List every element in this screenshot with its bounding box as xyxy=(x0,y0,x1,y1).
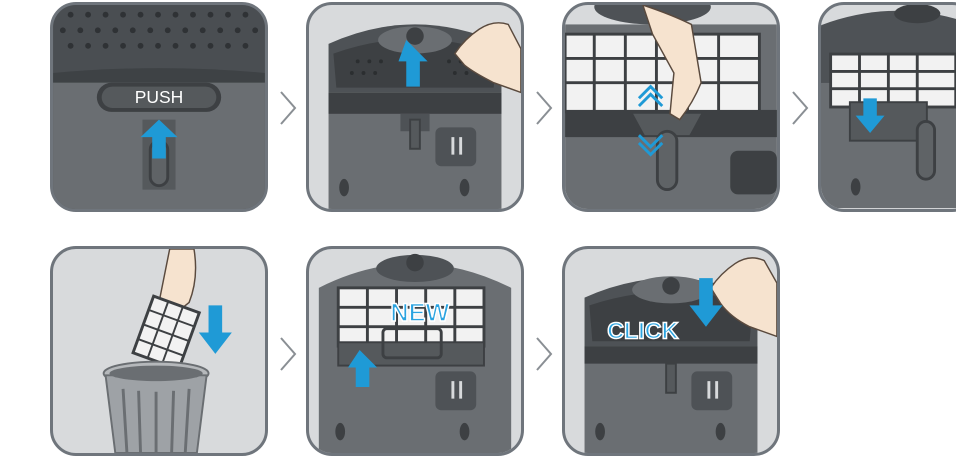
next-step-chevron-icon xyxy=(278,336,298,372)
next-step-chevron-icon xyxy=(278,90,298,126)
step-3-panel xyxy=(562,2,780,212)
step-2-illustration xyxy=(309,5,521,209)
step-7-panel: CLICK xyxy=(562,246,780,456)
step-1-panel: PUSH xyxy=(50,2,268,212)
step-4-illustration xyxy=(821,5,956,209)
step-6-panel: NEW xyxy=(306,246,524,456)
click-badge: CLICK xyxy=(607,317,678,343)
new-filter-badge: NEW xyxy=(390,299,449,327)
next-step-chevron-icon xyxy=(790,90,810,126)
arrow-down-icon xyxy=(199,305,232,354)
push-label: PUSH xyxy=(135,87,184,107)
step-2-panel xyxy=(306,2,524,212)
step-7-illustration: CLICK xyxy=(565,249,777,453)
step-5-panel xyxy=(50,246,268,456)
step-6-illustration: NEW xyxy=(309,249,521,453)
next-step-chevron-icon xyxy=(534,336,554,372)
used-filter xyxy=(133,296,199,369)
step-3-illustration xyxy=(565,5,777,209)
trash-can-icon xyxy=(104,362,209,453)
next-step-chevron-icon xyxy=(534,90,554,126)
step-5-illustration xyxy=(53,249,265,453)
step-4-panel xyxy=(818,2,956,212)
step-1-illustration: PUSH xyxy=(53,5,265,209)
